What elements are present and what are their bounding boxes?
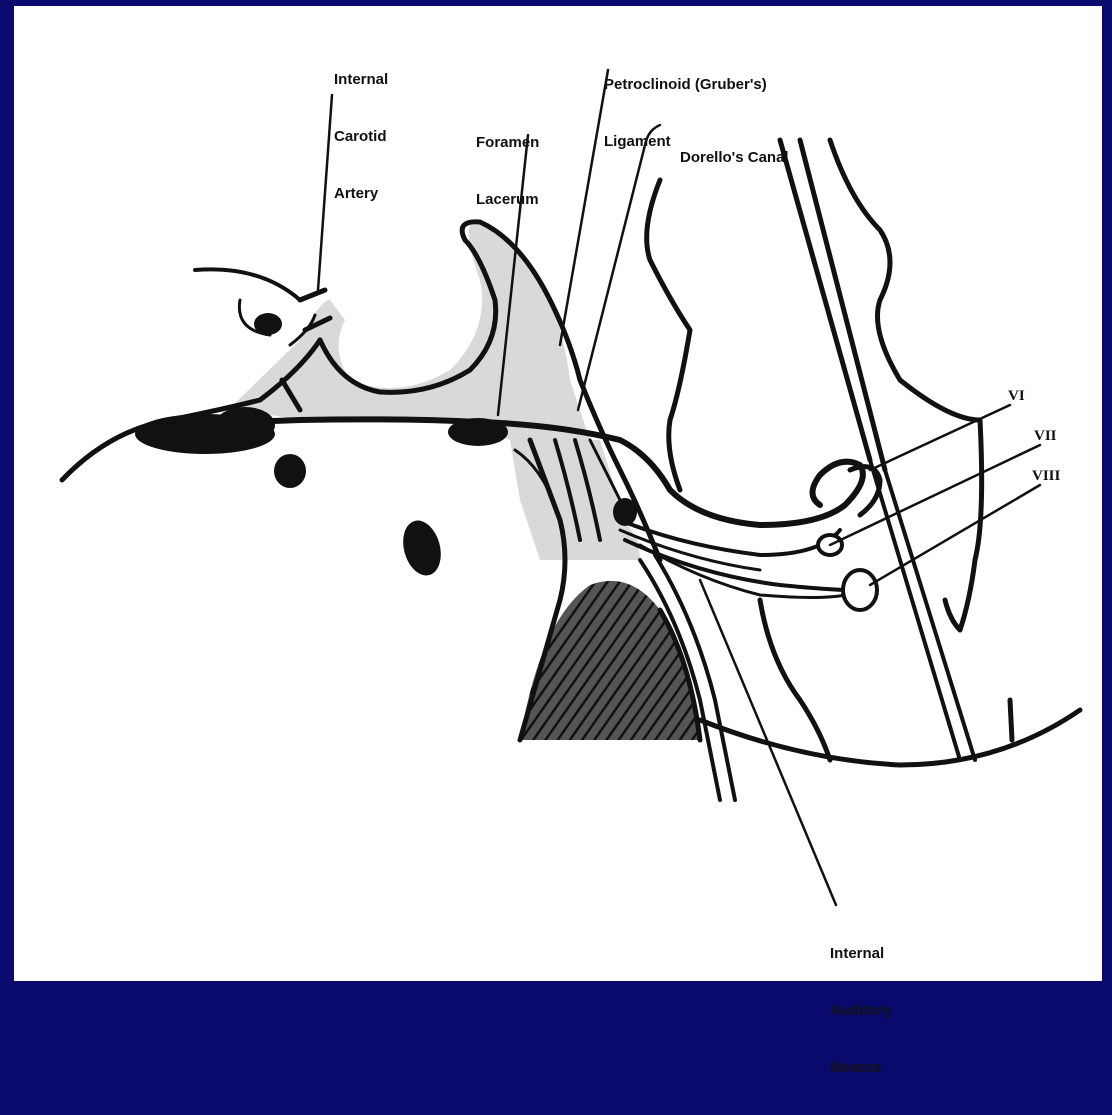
label-line: Dorello's Canal xyxy=(680,148,789,167)
label-line: Internal xyxy=(334,70,388,89)
label-internal-carotid-artery: Internal Carotid Artery xyxy=(334,32,388,241)
label-line: Petroclinoid (Gruber's) xyxy=(604,75,767,94)
hatched-bone-region xyxy=(520,581,700,740)
label-line: Lacerum xyxy=(476,190,539,209)
label-nerve-vi: VI xyxy=(1008,388,1025,405)
label-nerve-viii: VIII xyxy=(1032,468,1060,485)
label-line: Foramen xyxy=(476,133,539,152)
anatomy-drawing xyxy=(14,6,1102,981)
label-line: Auditory xyxy=(830,1001,892,1020)
label-line: Artery xyxy=(334,184,388,203)
slide-background: Internal Carotid Artery Foramen Lacerum … xyxy=(0,0,1112,981)
label-nerve-vii: VII xyxy=(1034,428,1057,445)
label-foramen-lacerum: Foramen Lacerum xyxy=(476,95,539,247)
label-line: Meatus xyxy=(830,1058,892,1077)
label-internal-auditory-meatus: Internal Auditory Meatus xyxy=(830,906,892,1115)
label-line: Carotid xyxy=(334,127,388,146)
diagram-panel: Internal Carotid Artery Foramen Lacerum … xyxy=(14,6,1102,981)
label-line: Internal xyxy=(830,944,892,963)
label-dorellos-canal: Dorello's Canal xyxy=(680,110,789,205)
